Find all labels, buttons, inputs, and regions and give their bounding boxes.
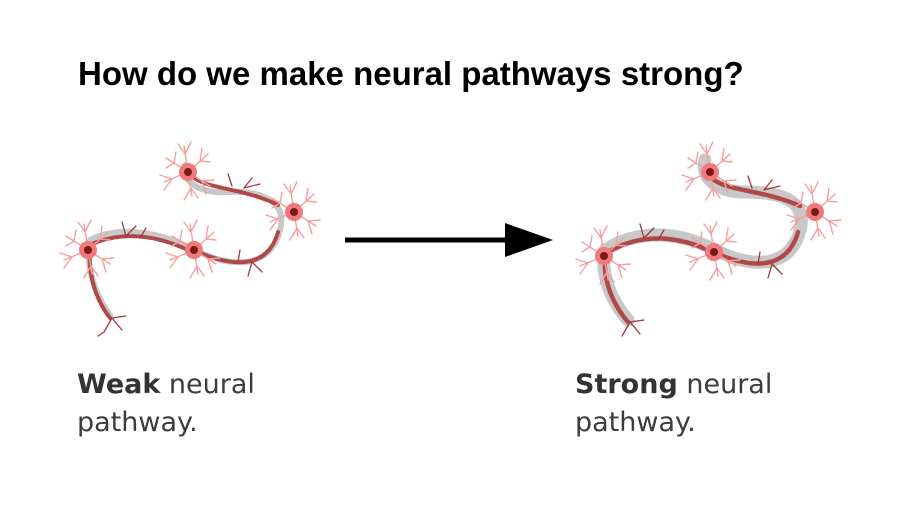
weak-caption-line2: pathway.	[77, 407, 198, 438]
strong-caption-bold: Strong	[575, 369, 678, 400]
strong-caption-line2: pathway.	[575, 407, 696, 438]
strong-caption-rest: neural	[677, 369, 773, 400]
weak-neuron-4	[159, 141, 215, 201]
weak-pathway-illustration	[59, 141, 321, 337]
weak-neuron-2	[165, 219, 221, 279]
weak-axon-terminals	[97, 173, 263, 337]
weak-caption-rest: neural	[160, 369, 255, 400]
slide-title: How do we make neural pathways strong?	[78, 55, 744, 92]
transition-arrow	[345, 223, 553, 257]
strong-neuron-4	[681, 141, 737, 201]
weak-axon	[87, 170, 280, 320]
strong-pathway-illustration	[575, 141, 842, 337]
strong-pathway-caption: Strong neural pathway.	[575, 366, 855, 442]
weak-neuron-3	[265, 181, 321, 241]
strong-axon	[602, 171, 803, 325]
weak-caption-bold: Weak	[77, 369, 161, 400]
weak-neuron-1	[59, 219, 115, 279]
weak-pathway-highlight	[85, 162, 285, 318]
weak-pathway-caption: Weak neural pathway.	[77, 366, 337, 442]
strong-axon-terminals	[621, 175, 783, 337]
